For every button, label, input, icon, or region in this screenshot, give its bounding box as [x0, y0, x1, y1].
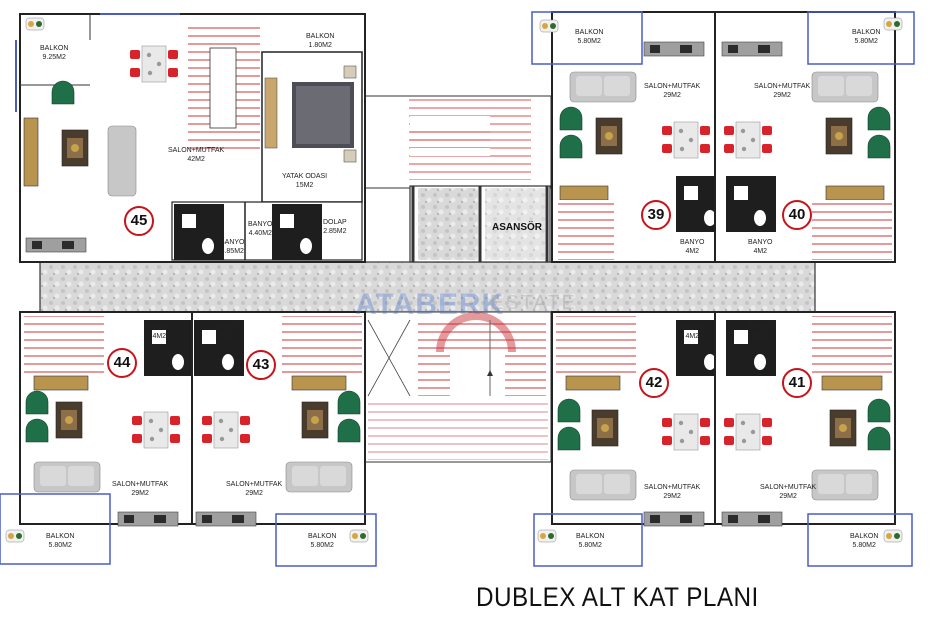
room-area: 5.80M2 [310, 542, 334, 549]
room-name: BALKON [306, 33, 335, 40]
elevator-label: ASANSÖR [492, 222, 543, 233]
room-name: BANYO [748, 324, 773, 331]
unit45-salon: SALON+MUTFAK 42M2 [168, 146, 224, 164]
unit41-salon: SALON+MUTFAK 29M2 [760, 483, 816, 501]
room-area: 4.85M2 [220, 248, 244, 255]
room-area: 2.85M2 [323, 228, 347, 235]
room-area: 4M2 [753, 248, 768, 255]
room-name: BANYO [680, 324, 705, 331]
room-name: BANYO [220, 239, 245, 246]
unit42-balkon: BALKON 5.80M2 [576, 532, 604, 550]
room-name: BALKON [850, 533, 879, 540]
room-name: SALON+MUTFAK [644, 83, 701, 90]
room-name: YATAK ODASI [282, 173, 328, 180]
room-area: 4M2 [685, 333, 700, 340]
room-area: 5.80M2 [854, 38, 878, 45]
unit40-salon: SALON+MUTFAK 29M2 [754, 82, 810, 100]
unit-number-42: 42 [639, 368, 669, 398]
corridor [39, 261, 816, 313]
unit42-banyo: BANYO 4M2 [680, 323, 705, 341]
room-area: 15M2 [295, 182, 314, 189]
unit-number-44: 44 [107, 348, 137, 378]
unit-43 [191, 311, 369, 543]
unit-number-41: 41 [782, 368, 812, 398]
room-area: 1.80M2 [308, 42, 332, 49]
room-name: SALON+MUTFAK [754, 83, 811, 90]
room-name: BALKON [308, 533, 337, 540]
unit-39 [539, 11, 726, 263]
unit-number-39: 39 [641, 200, 671, 230]
watermark-sub: ESTATE [490, 292, 577, 314]
unit40-banyo: BANYO 4M2 [748, 238, 773, 256]
room-area: 4M2 [685, 248, 700, 255]
unit-41 [714, 311, 903, 543]
unit45-banyo-a: BANYO 4.85M2 [220, 238, 245, 256]
balconies [0, 11, 915, 567]
unit45-balkon-b: BALKON 1.80M2 [306, 32, 334, 50]
room-area: 4M2 [219, 333, 234, 340]
unit-45 [15, 13, 366, 263]
room-name: BANYO [680, 239, 705, 246]
unit-number-40: 40 [782, 200, 812, 230]
unit44-balkon: BALKON 5.80M2 [46, 532, 74, 550]
unit44-banyo: BANYO 4M2 [147, 323, 172, 341]
unit42-salon: SALON+MUTFAK 29M2 [644, 483, 700, 501]
room-name: SALON+MUTFAK [644, 484, 701, 491]
unit43-balkon: BALKON 5.80M2 [308, 532, 336, 550]
room-area: 29M2 [245, 490, 263, 497]
unit45-balkon-a: BALKON 9.25M2 [40, 44, 68, 62]
unit45-dolap: DOLAP 2.85M2 [323, 218, 347, 236]
unit-44 [5, 311, 194, 543]
room-area: 29M2 [779, 493, 797, 500]
room-name: BALKON [576, 533, 605, 540]
plan-title: DUBLEX ALT KAT PLANI [476, 582, 759, 612]
room-area: 29M2 [131, 490, 149, 497]
room-name: BANYO [748, 239, 773, 246]
room-name: BANYO [147, 324, 172, 331]
unit39-balkon: BALKON 5.80M2 [575, 28, 603, 46]
unit-number-43: 43 [246, 350, 276, 380]
room-name: SALON+MUTFAK [168, 147, 225, 154]
room-name: SALON+MUTFAK [112, 481, 169, 488]
room-name: BALKON [852, 29, 881, 36]
unit40-balkon: BALKON 5.80M2 [852, 28, 880, 46]
room-area: 29M2 [663, 92, 681, 99]
room-name: DOLAP [323, 219, 347, 226]
unit41-banyo: BANYO 4M2 [748, 323, 773, 341]
unit44-salon: SALON+MUTFAK 29M2 [112, 480, 168, 498]
unit-number-45: 45 [124, 206, 154, 236]
room-name: BANYO [214, 324, 239, 331]
room-name: BANYO [248, 221, 273, 228]
room-area: 5.80M2 [578, 542, 602, 549]
room-area: 29M2 [663, 493, 681, 500]
room-area: 5.80M2 [577, 38, 601, 45]
room-name: SALON+MUTFAK [226, 481, 283, 488]
room-name: BALKON [46, 533, 75, 540]
watermark-brand: ATABERK [355, 288, 505, 321]
room-area: 29M2 [773, 92, 791, 99]
room-area: 5.80M2 [852, 542, 876, 549]
room-name: SALON+MUTFAK [760, 484, 817, 491]
room-name: BALKON [40, 45, 69, 52]
room-area: 42M2 [187, 156, 205, 163]
unit39-banyo: BANYO 4M2 [680, 238, 705, 256]
unit39-salon: SALON+MUTFAK 29M2 [644, 82, 700, 100]
unit45-yatak: YATAK ODASI 15M2 [282, 172, 327, 190]
unit43-banyo: BANYO 4M2 [214, 323, 239, 341]
room-area: 4M2 [753, 333, 768, 340]
unit43-salon: SALON+MUTFAK 29M2 [226, 480, 282, 498]
room-name: BALKON [575, 29, 604, 36]
unit41-balkon: BALKON 5.80M2 [850, 532, 878, 550]
room-area: 4.40M2 [248, 230, 272, 237]
room-area: 5.80M2 [48, 542, 72, 549]
room-area: 9.25M2 [42, 54, 66, 61]
room-area: 4M2 [152, 333, 167, 340]
unit-42 [537, 311, 726, 543]
unit45-banyo-b: BANYO 4.40M2 [248, 220, 273, 238]
